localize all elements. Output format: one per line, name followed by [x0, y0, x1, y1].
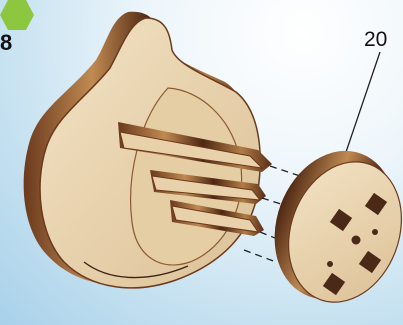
disc-part-20	[255, 134, 403, 318]
callout-leader-line	[346, 52, 380, 152]
